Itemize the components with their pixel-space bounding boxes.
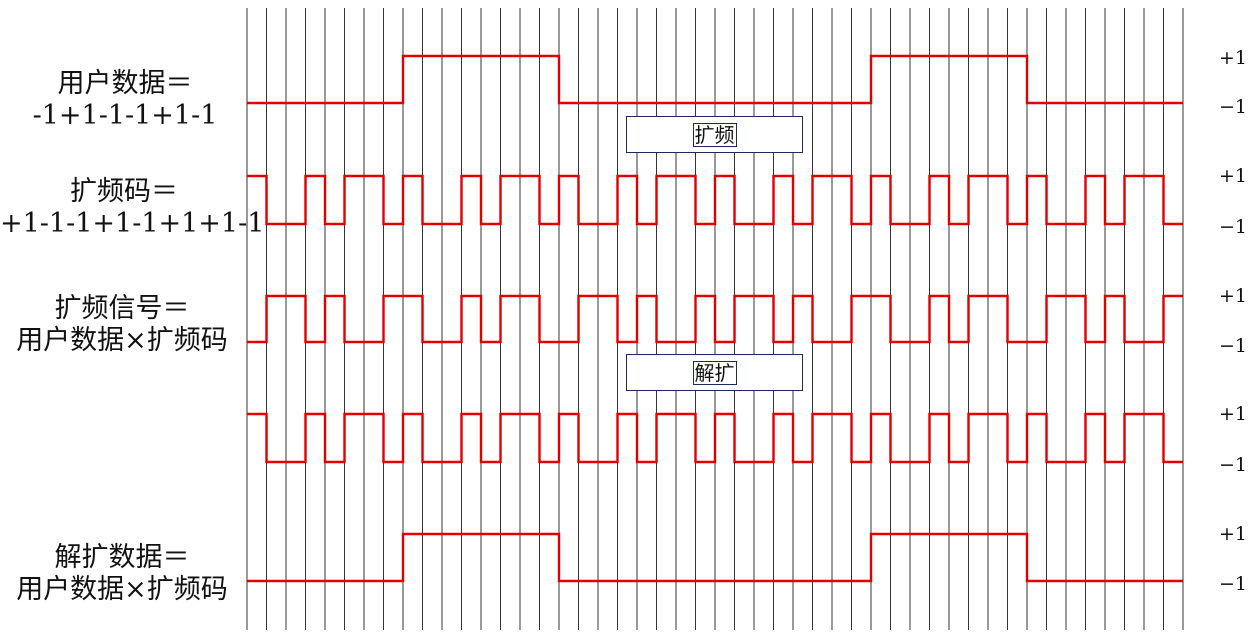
spread-operation-text: 扩频 <box>692 122 737 147</box>
row1-minus-label: −1 <box>1219 96 1248 118</box>
user-data-label-line1: 用户数据＝ <box>57 68 193 99</box>
spread-code-label-line1: 扩频码＝ <box>70 176 178 207</box>
spread-code-label: 扩频码＝ +1-1-1+1-1+1+1-1 <box>0 176 265 240</box>
spread-signal-label-line1: 扩频信号＝ <box>54 293 190 324</box>
row2-plus-label: +1 <box>1219 165 1248 187</box>
despread-operation-box: 解扩 <box>626 354 803 391</box>
row3-plus-label: +1 <box>1219 285 1248 307</box>
spread-code-label-line2: +1-1-1+1-1+1+1-1 <box>0 208 265 239</box>
despread-data-label-line2: 用户数据×扩频码 <box>16 574 228 605</box>
despread-code-waveform <box>247 412 1183 464</box>
user-data-label-line2: -1+1-1-1+1-1 <box>32 100 218 131</box>
row4-plus-label: +1 <box>1219 403 1248 425</box>
despread-data-label-line1: 解扩数据＝ <box>54 542 190 573</box>
row5-plus-label: +1 <box>1219 523 1248 545</box>
spread-code-waveform <box>247 174 1183 226</box>
row1-plus-label: +1 <box>1219 47 1248 69</box>
row3-minus-label: −1 <box>1219 335 1248 357</box>
user-data-label: 用户数据＝ -1+1-1-1+1-1 <box>10 68 240 132</box>
spread-signal-label-line2: 用户数据×扩频码 <box>16 325 228 356</box>
row5-minus-label: −1 <box>1219 573 1248 595</box>
spread-signal-label: 扩频信号＝ 用户数据×扩频码 <box>0 293 244 357</box>
row2-minus-label: −1 <box>1219 216 1248 238</box>
row4-minus-label: −1 <box>1219 454 1248 476</box>
spread-signal-waveform <box>247 294 1183 344</box>
user-data-waveform <box>247 54 1183 105</box>
despread-data-label: 解扩数据＝ 用户数据×扩频码 <box>0 542 244 606</box>
despread-operation-text: 解扩 <box>692 360 737 385</box>
despread-data-waveform <box>247 532 1183 583</box>
spread-operation-box: 扩频 <box>626 116 803 153</box>
waveforms <box>247 54 1183 583</box>
